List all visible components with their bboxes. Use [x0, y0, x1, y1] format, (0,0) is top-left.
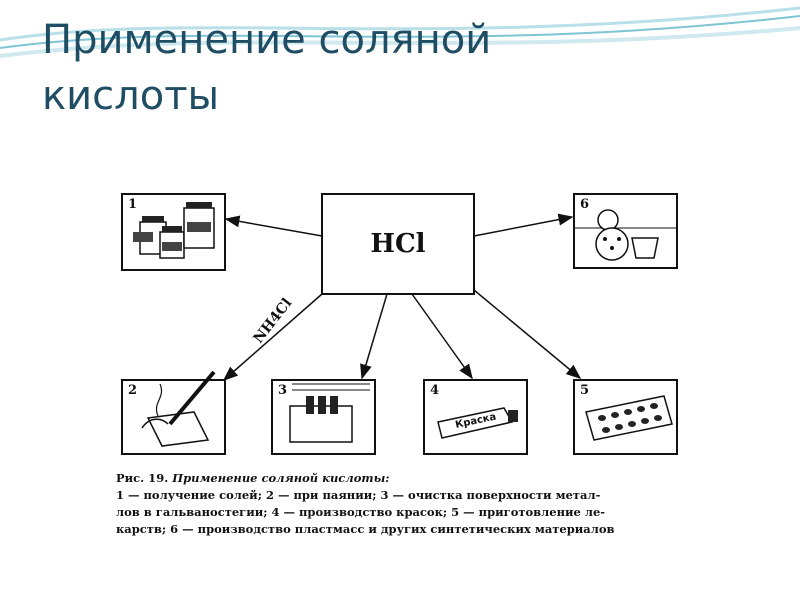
box-number: 2 — [128, 383, 137, 398]
pills — [598, 403, 662, 433]
wave-line — [0, 15, 800, 49]
title-line-1: Применение соляной — [42, 17, 492, 63]
box-2-soldering: 2 — [121, 370, 226, 455]
box-number: 6 — [580, 197, 589, 212]
electrode — [306, 396, 314, 414]
arrow-to-box-4 — [411, 293, 473, 380]
edge-label-text: NH4Cl — [251, 295, 296, 346]
box-number: 4 — [430, 383, 439, 398]
caption-title: Применение соляной кислоты: — [172, 471, 390, 485]
box-6-plastics: 6 — [573, 193, 678, 269]
arrow-to-box-3 — [360, 293, 388, 380]
caption-line-2: лов в гальваностегии; 4 — производство к… — [116, 505, 606, 519]
box-4-paints: 4 Краска — [423, 379, 528, 455]
arrow-to-box-6 — [473, 213, 574, 237]
box-number: 1 — [128, 197, 137, 212]
toy-body — [595, 227, 629, 261]
jar-label — [162, 242, 182, 251]
hcl-applications-diagram: HCl NH4Cl 1 6 2 — [121, 193, 678, 455]
decorative-waves — [0, 6, 800, 58]
jar-lid — [186, 202, 212, 208]
toy-head — [597, 209, 619, 231]
edge-label-nh4cl: NH4Cl — [251, 295, 296, 346]
box-number: 3 — [278, 383, 287, 398]
electrode — [318, 396, 326, 414]
caption-prefix: Рис. 19. — [116, 471, 169, 485]
box-1-salts: 1 — [121, 193, 226, 271]
box-3-electroplating: 3 — [271, 379, 376, 455]
jar-label — [187, 222, 211, 232]
soldering-iron — [168, 370, 216, 426]
center-label: HCl — [370, 229, 425, 259]
figure-caption: Рис. 19. Применение соляной кислоты: 1 —… — [116, 470, 688, 538]
wave-line — [0, 6, 800, 42]
caption-line-3: карств; 6 — производство пластмасс и дру… — [116, 522, 615, 536]
box-5-medicine: 5 — [573, 379, 678, 455]
arrow-to-box-1 — [224, 215, 323, 237]
jar-label — [133, 232, 153, 242]
box-number: 5 — [580, 383, 589, 398]
smoke — [156, 383, 162, 417]
caption-line-1: 1 — получение солей; 2 — при паянии; 3 —… — [116, 488, 601, 502]
jar-lid — [162, 226, 182, 232]
wave-line — [0, 26, 800, 58]
slide-title: Применение соляной кислоты — [42, 12, 491, 124]
hand — [141, 418, 169, 429]
arrow-to-box-5 — [473, 289, 582, 379]
caption-heading: Рис. 19. Применение соляной кислоты: — [116, 470, 688, 487]
jar-lid — [142, 216, 164, 222]
electrode — [330, 396, 338, 414]
title-line-2: кислоты — [42, 73, 220, 119]
tube-cap — [508, 410, 518, 422]
arrow-to-box-2 — [222, 293, 323, 381]
center-box — [321, 193, 475, 295]
cup — [631, 237, 659, 259]
